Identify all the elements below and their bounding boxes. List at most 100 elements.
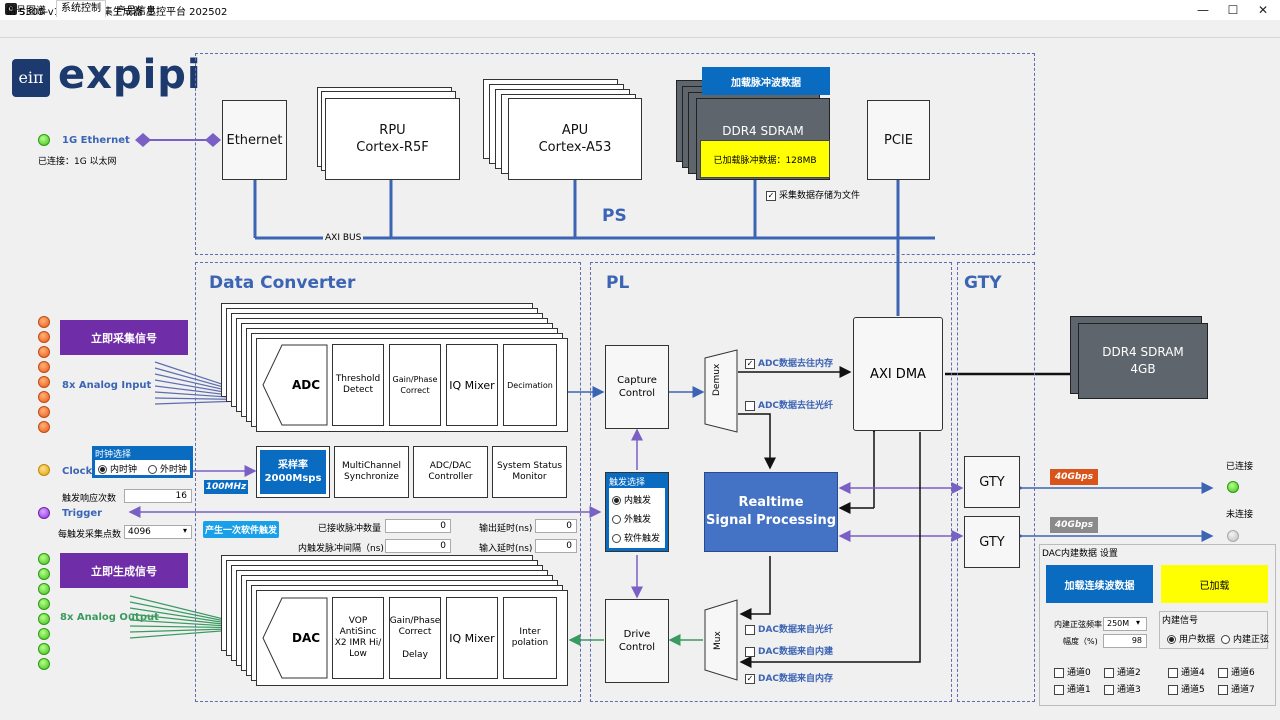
acquire-signal-button[interactable]: 立即采集信号 — [60, 320, 188, 355]
analog-input-label: 8x Analog Input — [62, 380, 152, 391]
clock-external-radio[interactable]: 外时钟 — [148, 462, 187, 475]
ethernet-label: 1G Ethernet — [62, 135, 130, 146]
tab-signal-spectrum[interactable]: 信号图谱 — [6, 6, 46, 17]
checkbox-icon — [1218, 684, 1228, 695]
chevron-down-icon: ▾ — [1136, 618, 1141, 627]
minimize-button[interactable]: — — [1197, 3, 1209, 17]
clock-led — [38, 464, 50, 476]
load-pulse-button[interactable]: 加载脉冲波数据 — [702, 67, 830, 95]
trigger-response-input[interactable]: 16 — [124, 489, 192, 503]
title-bar — [0, 0, 1280, 20]
clock-freq-badge: 100MHz — [204, 480, 248, 494]
channel-checkbox[interactable]: 通道6 — [1218, 665, 1255, 678]
internal-interval-label: 内触发脉冲间隔（ns) — [298, 544, 384, 554]
channel-checkbox[interactable]: 通道1 — [1054, 682, 1091, 695]
dac-label: DAC — [292, 631, 321, 645]
radio-icon — [1221, 635, 1230, 644]
trigger-label: Trigger — [62, 508, 103, 519]
adc-shape — [262, 344, 328, 426]
gty1-status: 已连接 — [1226, 462, 1254, 472]
software-trigger-button[interactable]: 产生一次软件触发 — [203, 521, 279, 538]
demux-label: Demux — [712, 363, 722, 396]
trigger-led — [38, 507, 50, 519]
channel-checkbox[interactable]: 通道5 — [1168, 682, 1205, 695]
amplitude-label: 幅度（%) — [1063, 637, 1098, 646]
ethernet-status-led — [38, 134, 50, 146]
mux-label: Mux — [713, 631, 723, 650]
loaded-pulse-status: 已加载脉冲数据：128MB — [700, 140, 830, 178]
radio-icon — [612, 534, 621, 543]
gty-region — [957, 262, 1035, 702]
received-pulses-value: 0 — [385, 519, 451, 533]
gty2-speed-badge: 40Gbps — [1050, 517, 1098, 533]
ps-region — [195, 53, 1035, 255]
dac-from-fiber-checkbox[interactable]: DAC数据来自光纤 — [745, 622, 833, 635]
points-per-trigger-select[interactable]: 4096 — [124, 525, 192, 539]
checkbox-icon — [1168, 684, 1178, 695]
internal-interval-input[interactable]: 0 — [385, 539, 451, 553]
gty-title: GTY — [964, 273, 1002, 293]
amplitude-input[interactable]: 98 — [1103, 634, 1147, 648]
pcie-block: PCIE — [867, 100, 930, 180]
dac-builtin-panel-title: DAC内建数据 设置 — [1042, 549, 1118, 559]
pl-region — [590, 262, 952, 702]
load-cw-data-button[interactable]: 加载连续波数据 — [1046, 565, 1153, 603]
close-button[interactable]: ✕ — [1257, 3, 1269, 17]
generate-signal-button[interactable]: 立即生成信号 — [60, 553, 188, 588]
analog-input-led — [38, 376, 50, 388]
checkbox-icon — [745, 646, 755, 657]
radio-icon — [98, 465, 107, 474]
checkbox-icon — [1054, 667, 1064, 678]
analog-output-led — [38, 643, 50, 655]
channel-checkbox[interactable]: 通道7 — [1218, 682, 1255, 695]
gty2-status-led — [1227, 530, 1239, 542]
pl-title: PL — [606, 273, 630, 293]
logo-text: expipi — [58, 52, 202, 98]
trigger-external-radio[interactable]: 外触发 — [612, 512, 651, 525]
maximize-button[interactable]: ☐ — [1227, 3, 1239, 17]
tab-product-info[interactable]: 产品信息 — [116, 6, 156, 17]
tab-system-control[interactable]: 系统控制 — [56, 0, 106, 17]
checkbox-icon — [1104, 684, 1114, 695]
clock-select-title: 时钟选择 — [95, 450, 132, 460]
channel-checkbox[interactable]: 通道2 — [1104, 665, 1141, 678]
save-to-file-checkbox[interactable]: ✓采集数据存储为文件 — [766, 190, 861, 201]
channel-checkbox[interactable]: 通道4 — [1168, 665, 1205, 678]
channel-checkbox[interactable]: 通道3 — [1104, 682, 1141, 695]
points-per-trigger-label: 每触发采集点数 — [58, 530, 122, 540]
trigger-software-radio[interactable]: 软件触发 — [612, 531, 660, 544]
analog-output-led — [38, 553, 50, 565]
adc-to-memory-checkbox[interactable]: ✓ADC数据去往内存 — [745, 358, 834, 369]
user-data-radio[interactable]: 用户数据 — [1167, 632, 1215, 645]
analog-input-led — [38, 331, 50, 343]
axi-dma-block: AXI DMA — [853, 317, 943, 431]
app-icon: e — [5, 3, 17, 15]
dac-from-memory-checkbox[interactable]: ✓DAC数据来自内存 — [745, 673, 834, 684]
dac-iq-mixer-block: IQ Mixer — [446, 597, 498, 679]
input-delay-input[interactable]: 0 — [535, 539, 577, 553]
adc-label: ADC — [292, 378, 321, 392]
channel-checkbox[interactable]: 通道0 — [1054, 665, 1091, 678]
sine-freq-select[interactable]: 250M — [1103, 617, 1147, 631]
clock-internal-radio[interactable]: 内时钟 — [98, 462, 137, 475]
checkbox-icon: ✓ — [745, 358, 755, 369]
trigger-internal-radio[interactable]: 内触发 — [612, 493, 651, 506]
loaded-status-button[interactable]: 已加载 — [1161, 565, 1268, 603]
data-converter-title: Data Converter — [209, 273, 356, 293]
window-title: S305-v1.0 信号采集生成器 主控平台 202502 — [19, 7, 228, 18]
builtin-sine-radio[interactable]: 内建正弦 — [1221, 632, 1269, 645]
gty1-speed-badge: 40Gbps — [1050, 469, 1098, 485]
checkbox-icon — [745, 400, 755, 411]
decimation-block: Decimation — [503, 344, 557, 426]
builtin-signal-group — [1159, 611, 1268, 649]
dac-from-internal-checkbox[interactable]: DAC数据来自内建 — [745, 644, 833, 657]
adc-to-fiber-checkbox[interactable]: ADC数据去往光纤 — [745, 398, 833, 411]
output-delay-input[interactable]: 0 — [535, 519, 577, 533]
